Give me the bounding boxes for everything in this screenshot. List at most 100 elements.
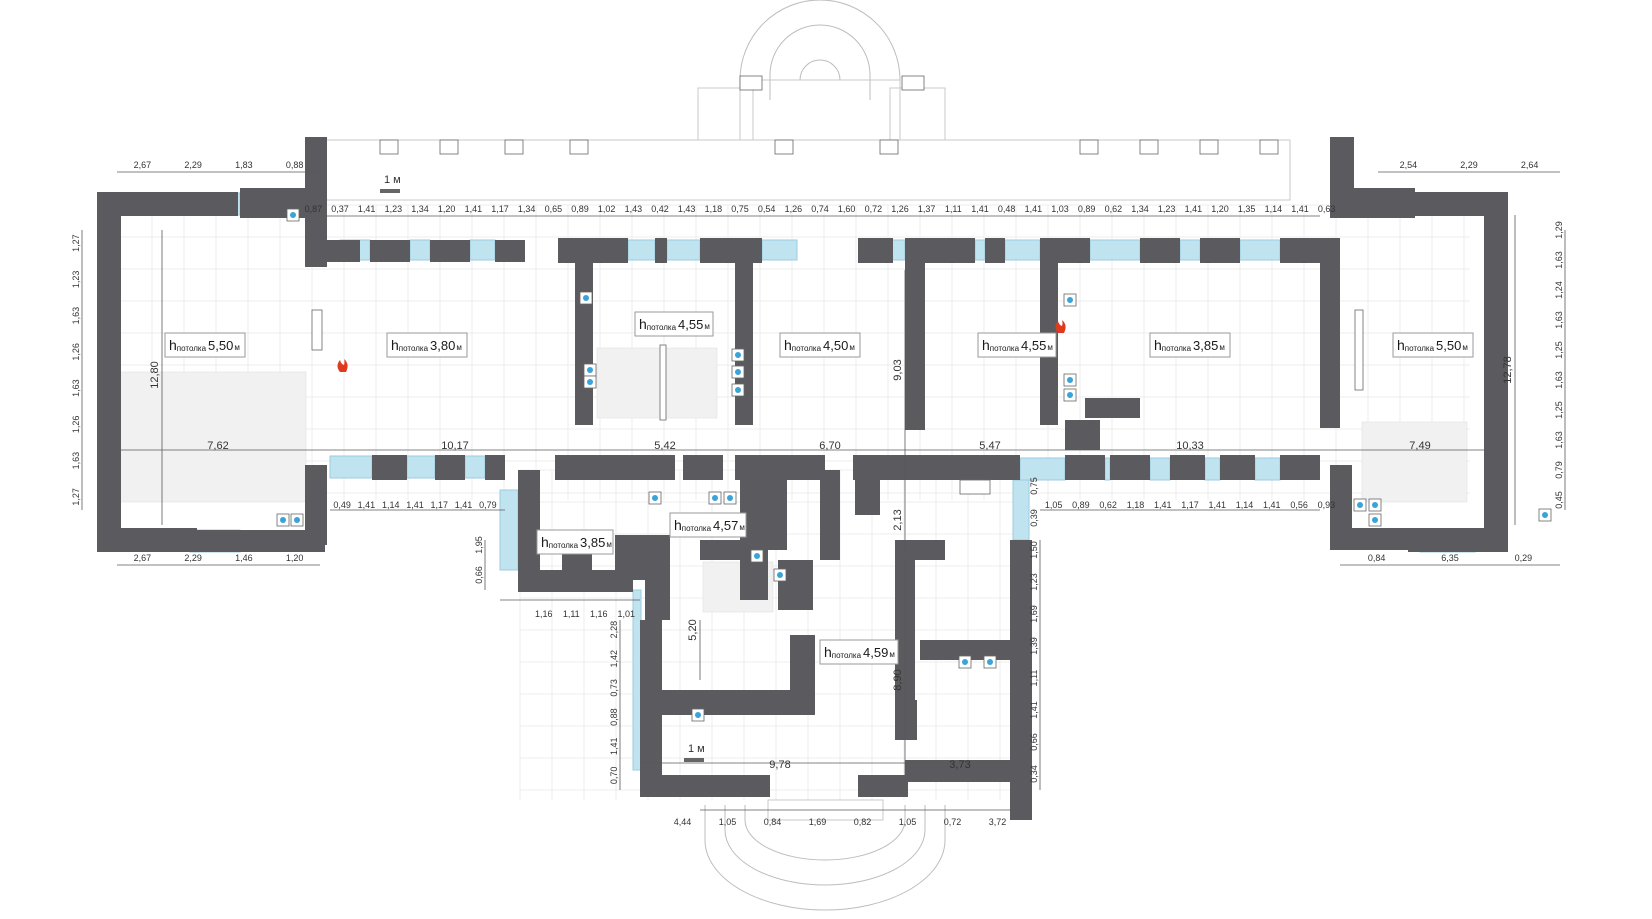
dimension-label: 1,41 <box>1263 500 1281 510</box>
dimension-label: 2,67 <box>134 553 152 563</box>
wall <box>1220 455 1255 480</box>
terrace-post <box>1259 139 1279 155</box>
dimension-label: 0,42 <box>651 204 669 214</box>
terrace-post <box>1199 139 1219 155</box>
label-box <box>164 332 246 358</box>
fixture-dot <box>1357 502 1363 508</box>
dimension-label: 0,73 <box>609 679 619 697</box>
fixture-dot <box>987 659 993 665</box>
dimension-label: 1,05 <box>899 817 917 827</box>
dimension-label: 1,23 <box>1029 573 1039 591</box>
wall <box>1330 465 1352 545</box>
wall <box>925 455 1020 480</box>
dimension-label: 1,34 <box>518 204 536 214</box>
wall <box>518 570 633 592</box>
wall <box>1484 270 1508 310</box>
dimension-label: 1,41 <box>358 204 376 214</box>
wall <box>97 255 121 273</box>
window <box>974 239 986 261</box>
dimension-label: 1,63 <box>71 452 81 470</box>
wall <box>188 192 238 216</box>
scale-bar: 1 м <box>684 743 705 762</box>
dimension-label: 0,79 <box>479 500 497 510</box>
wall <box>97 440 121 460</box>
dimension-label: 0,79 <box>1554 461 1564 479</box>
fixture-dot <box>583 295 589 301</box>
dimension-label: 1,37 <box>918 204 936 214</box>
wall <box>575 255 593 425</box>
dimension-label: 1,25 <box>1554 401 1564 419</box>
major-dimension-label: 7,49 <box>1409 440 1430 452</box>
dimension-label: 1,05 <box>719 817 737 827</box>
dimension-label: 1,63 <box>1554 311 1564 329</box>
wall <box>1280 455 1320 480</box>
wall <box>1010 620 1032 660</box>
major-dimension-label: 5,47 <box>979 440 1000 452</box>
dimension-label: 1,23 <box>1158 204 1176 214</box>
dimension-label: 0,87 <box>305 204 323 214</box>
fixture-dot <box>695 712 701 718</box>
wall <box>855 455 880 515</box>
dimension-label: 1,03 <box>1051 204 1069 214</box>
window <box>1089 239 1141 261</box>
dimension-label: 1,27 <box>71 488 81 506</box>
dimension-label: 1,60 <box>838 204 856 214</box>
dimension-label: 1,41 <box>1291 204 1309 214</box>
wall <box>370 240 410 262</box>
terrace-post <box>569 139 589 155</box>
dimension-label: 1,34 <box>411 204 429 214</box>
dimension-label: 1,41 <box>455 500 473 510</box>
dimension-label: 1,41 <box>406 500 424 510</box>
label-box <box>669 512 747 538</box>
fixture-dot <box>280 517 286 523</box>
wall <box>1065 420 1100 450</box>
flame-icon <box>1055 320 1066 333</box>
wall <box>1065 455 1105 480</box>
dimension-label: 1,29 <box>1554 221 1564 239</box>
dimension-label: 1,63 <box>71 379 81 397</box>
wall <box>1170 455 1205 480</box>
dimension-label: 1,20 <box>286 553 304 563</box>
wall <box>905 255 925 335</box>
fixture-dot <box>587 379 593 385</box>
window <box>761 239 798 261</box>
fixture-dot <box>587 367 593 373</box>
fixture-dot <box>1372 502 1378 508</box>
dimension-label: 1,11 <box>945 204 962 214</box>
major-dimension-label: 12,80 <box>149 361 161 389</box>
dimension-label: 1,24 <box>1554 281 1564 299</box>
dimension-label: 2,29 <box>184 160 202 170</box>
fixture-dot <box>712 495 718 501</box>
dimension-label: 1,23 <box>71 271 81 289</box>
dimension-label: 1,17 <box>431 500 449 510</box>
dimension-label: 1,34 <box>1131 204 1149 214</box>
wall <box>1408 528 1508 552</box>
wall <box>435 455 465 480</box>
dimension-label: 0,89 <box>1078 204 1096 214</box>
wall <box>97 352 121 382</box>
dimension-label: 2,64 <box>1521 160 1539 170</box>
dimension-label: 1,63 <box>1554 431 1564 449</box>
terrace-post <box>774 139 794 155</box>
dimension-label: 1,27 <box>71 234 81 252</box>
wall <box>920 640 1030 660</box>
wall <box>683 455 723 480</box>
wall <box>905 330 925 430</box>
wall <box>858 238 893 263</box>
dimension-label: 0,45 <box>1554 491 1564 509</box>
terrace-post <box>1079 139 1099 155</box>
window <box>1179 239 1201 261</box>
window <box>1254 457 1281 481</box>
wall <box>1110 455 1150 480</box>
dimension-label: 0,66 <box>1029 733 1039 751</box>
dimension-label: 0,74 <box>811 204 829 214</box>
top-terrace-outline <box>309 0 1291 201</box>
